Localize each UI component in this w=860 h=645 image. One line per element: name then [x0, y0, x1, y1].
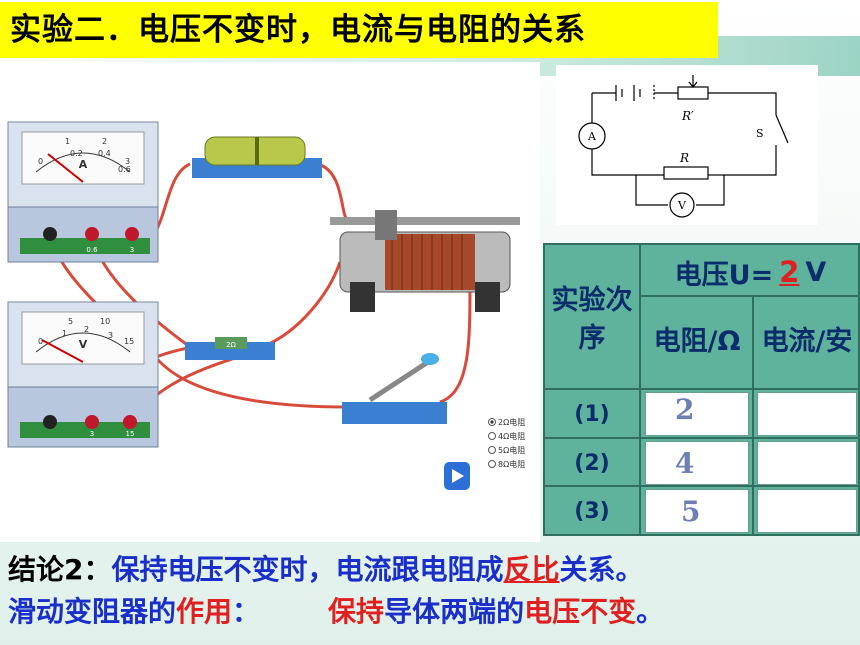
resistor-2ohm: 2Ω	[185, 337, 275, 360]
resistance-value: 2	[675, 393, 695, 426]
resistance-value: 5	[681, 495, 701, 528]
voltmeter-terminal-15[interactable]	[123, 415, 137, 429]
svg-text:2Ω: 2Ω	[226, 341, 236, 349]
svg-text:0: 0	[38, 157, 43, 166]
svg-text:3: 3	[90, 430, 94, 438]
svg-text:1: 1	[62, 329, 67, 338]
data-table: 电压U= 2 V 实验次序 电阻/Ω 电流/安 (1) (2) (3) 2 4 …	[543, 243, 860, 536]
svg-text:5: 5	[68, 317, 73, 326]
resistance-value: 4	[675, 447, 695, 480]
option-label: 5Ω电阻	[498, 445, 525, 455]
voltmeter-dial-label: V	[79, 338, 88, 351]
ammeter-dial-label: A	[79, 158, 88, 171]
resistance-cell	[645, 489, 749, 533]
rheostat[interactable]	[330, 210, 520, 312]
row-order: (2)	[574, 450, 610, 476]
circuit-diagram: A R′ S R V	[556, 65, 818, 225]
svg-text:A: A	[587, 130, 597, 143]
order-header: 实验次序	[551, 285, 633, 354]
battery	[192, 136, 322, 178]
svg-text:15: 15	[126, 430, 135, 438]
ammeter-terminal-06[interactable]	[85, 227, 99, 241]
slide-title: 实验二．电压不变时，电流与电阻的关系	[0, 2, 718, 58]
svg-text:15: 15	[124, 337, 134, 346]
option-label: 2Ω电阻	[498, 417, 525, 427]
voltage-header: 电压U= 2 V	[674, 255, 827, 291]
svg-text:S: S	[756, 127, 764, 140]
play-button[interactable]	[444, 462, 470, 490]
voltmeter-terminal-neg[interactable]	[43, 415, 57, 429]
rheostat-slider[interactable]	[375, 210, 397, 240]
svg-text:0.6: 0.6	[118, 165, 131, 174]
current-cell[interactable]	[757, 441, 857, 485]
conclusion-answer: 反比	[503, 553, 560, 586]
svg-text:2: 2	[102, 137, 107, 146]
svg-text:3: 3	[130, 246, 134, 254]
option-label: 8Ω电阻	[498, 459, 525, 469]
svg-text:3: 3	[125, 157, 130, 166]
ammeter[interactable]: A 0 1 2 3 0.2 0.4 0.6 0.6 3	[7, 121, 159, 263]
voltmeter-ticks: 0 5 10 15 1 2 3	[38, 317, 134, 346]
voltmeter-terminal-3[interactable]	[85, 415, 99, 429]
play-icon	[452, 469, 464, 483]
svg-text:R: R	[679, 151, 689, 165]
ammeter-terminal-neg[interactable]	[43, 227, 57, 241]
svg-text:2: 2	[84, 325, 89, 334]
svg-text:0: 0	[38, 337, 43, 346]
ammeter-terminal-3[interactable]	[125, 227, 139, 241]
svg-text:0.2: 0.2	[70, 149, 83, 158]
resistor-options[interactable]: 2Ω电阻 4Ω电阻 5Ω电阻 8Ω电阻	[488, 417, 526, 469]
resistance-cell	[645, 392, 749, 436]
svg-text:3: 3	[108, 331, 113, 340]
row-order: (3)	[574, 498, 610, 524]
svg-text:1: 1	[65, 137, 70, 146]
svg-text:V: V	[677, 199, 687, 212]
current-header: 电流/安	[761, 326, 853, 357]
svg-text:0.6: 0.6	[86, 246, 98, 254]
resistance-cell	[645, 441, 749, 485]
circuit-simulation: A 0 1 2 3 0.2 0.4 0.6 0.6 3 V 0 5 10 15 …	[0, 62, 540, 542]
option-label: 4Ω电阻	[498, 431, 525, 441]
resistance-header: 电阻/Ω	[653, 326, 741, 357]
rheostat-role-line: 滑动变阻器的作用：保持导体两端的电压不变。	[8, 595, 665, 628]
svg-text:R′: R′	[681, 109, 694, 123]
switch[interactable]	[342, 353, 447, 424]
voltage-value: 2	[779, 255, 800, 289]
row-order: (1)	[574, 401, 610, 427]
current-cell[interactable]	[757, 392, 857, 436]
conclusion-label: 结论2：	[8, 553, 112, 586]
conclusion-line: 结论2：保持电压不变时，电流跟电阻成反比关系。	[8, 553, 644, 586]
voltmeter[interactable]: V 0 5 10 15 1 2 3 3 15	[7, 301, 159, 448]
svg-text:0.4: 0.4	[98, 149, 111, 158]
svg-text:10: 10	[100, 317, 110, 326]
ammeter-ticks: 0 1 2 3 0.2 0.4 0.6	[38, 137, 131, 174]
current-cell[interactable]	[757, 489, 857, 533]
